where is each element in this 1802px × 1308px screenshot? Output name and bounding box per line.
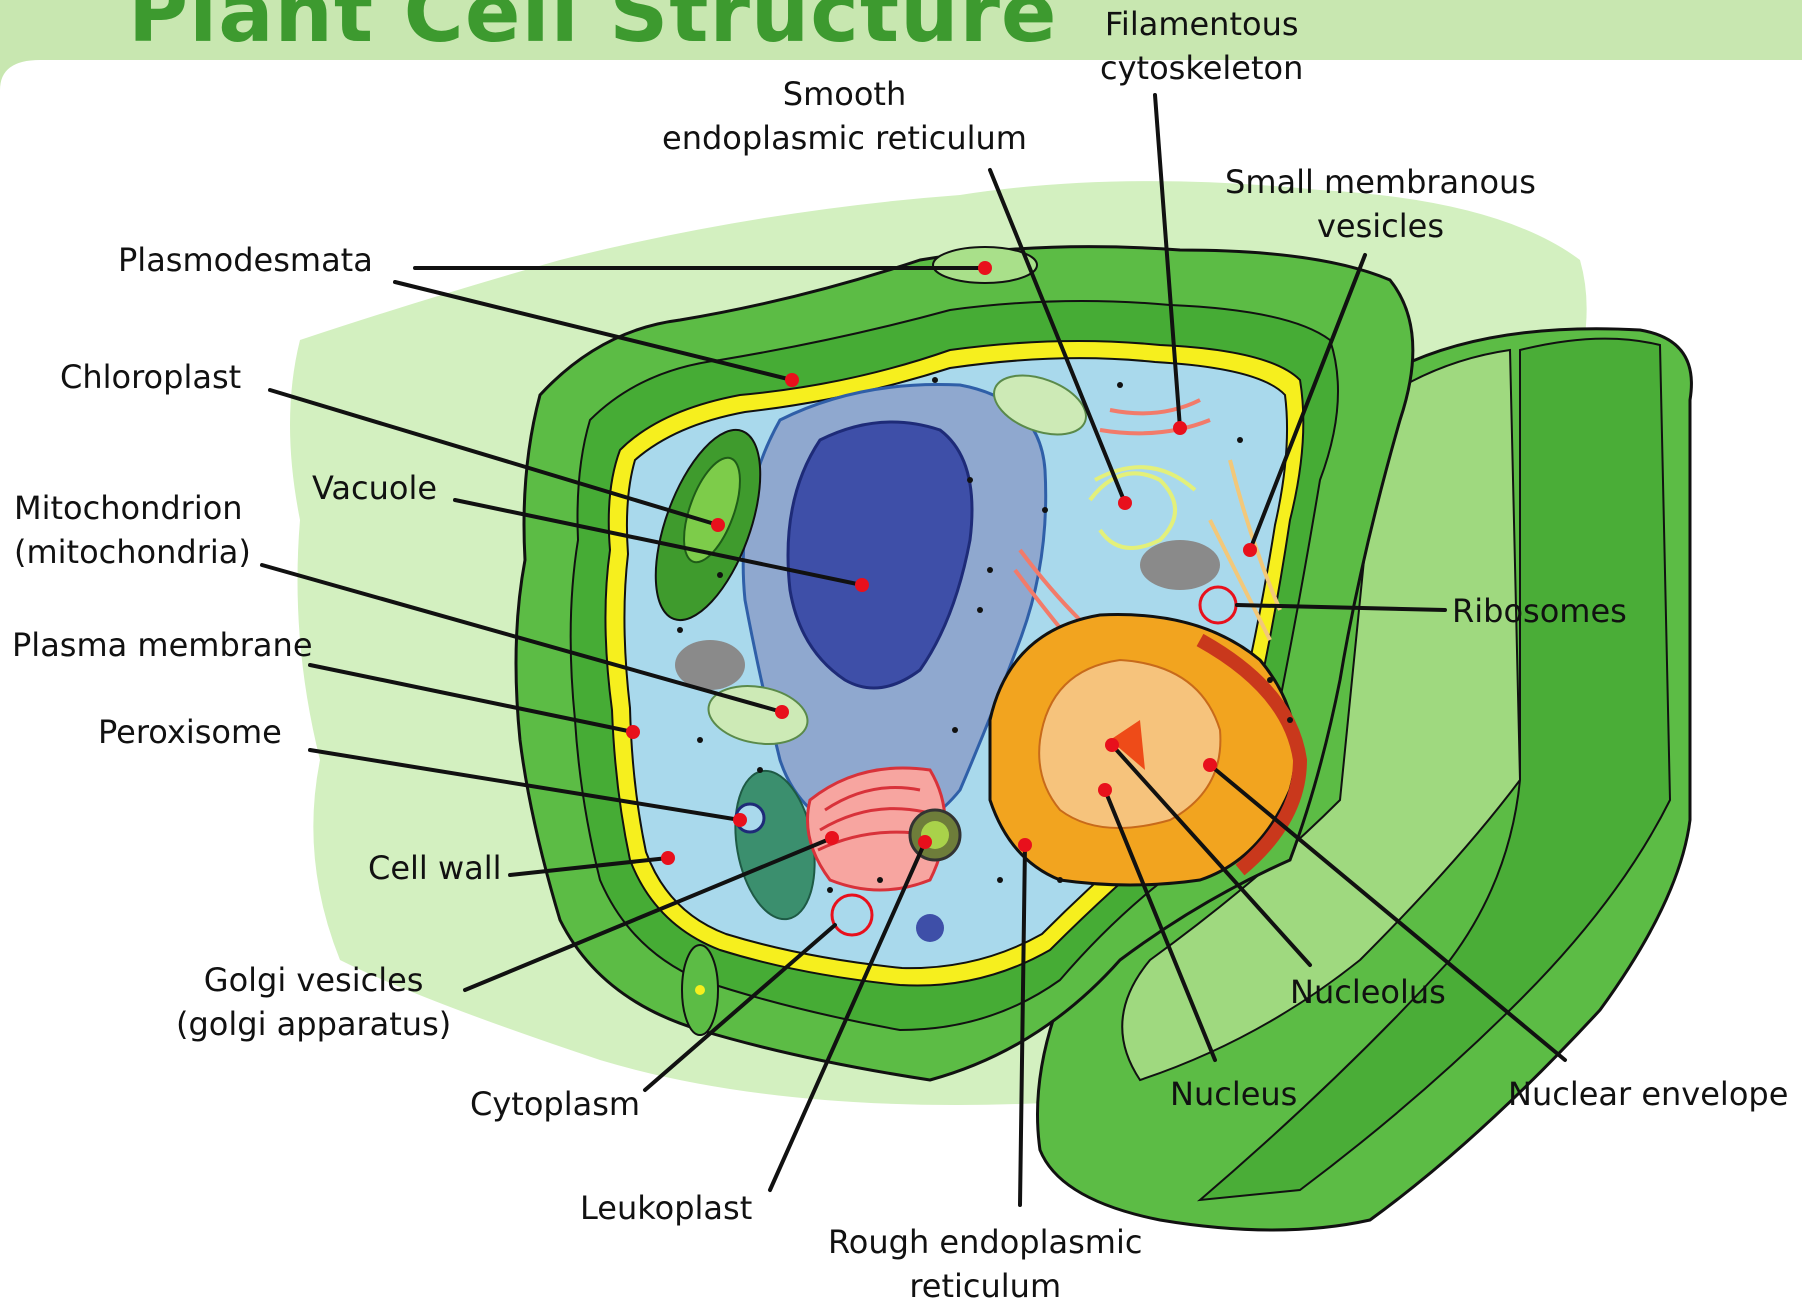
label-nucleus: Nucleus — [1170, 1072, 1297, 1116]
label-small-vesicles: Small membranous vesicles — [1225, 160, 1536, 248]
label-rough-er: Rough endoplasmic reticulum — [828, 1220, 1142, 1308]
page-title: Plant Cell Structure — [128, 0, 1058, 61]
label-golgi: Golgi vesicles (golgi apparatus) — [176, 958, 451, 1046]
label-chloroplast: Chloroplast — [60, 355, 241, 399]
label-ribosomes: Ribosomes — [1452, 589, 1627, 633]
label-vacuole: Vacuole — [312, 466, 437, 510]
nucleus-shape — [990, 615, 1300, 885]
label-nucleolus: Nucleolus — [1290, 970, 1446, 1014]
label-cell-wall: Cell wall — [368, 846, 502, 890]
label-smooth-er: Smooth endoplasmic reticulum — [662, 72, 1027, 160]
label-plasma-membrane: Plasma membrane — [12, 623, 313, 667]
label-plasmodesmata: Plasmodesmata — [118, 238, 373, 282]
label-filamentous-cytoskeleton: Filamentous cytoskeleton — [1100, 2, 1303, 90]
label-leukoplast: Leukoplast — [580, 1186, 752, 1230]
label-cytoplasm: Cytoplasm — [470, 1082, 640, 1126]
label-mitochondrion: Mitochondrion (mitochondria) — [14, 486, 251, 574]
label-peroxisome: Peroxisome — [98, 710, 282, 754]
label-nuclear-envelope: Nuclear envelope — [1508, 1072, 1788, 1116]
